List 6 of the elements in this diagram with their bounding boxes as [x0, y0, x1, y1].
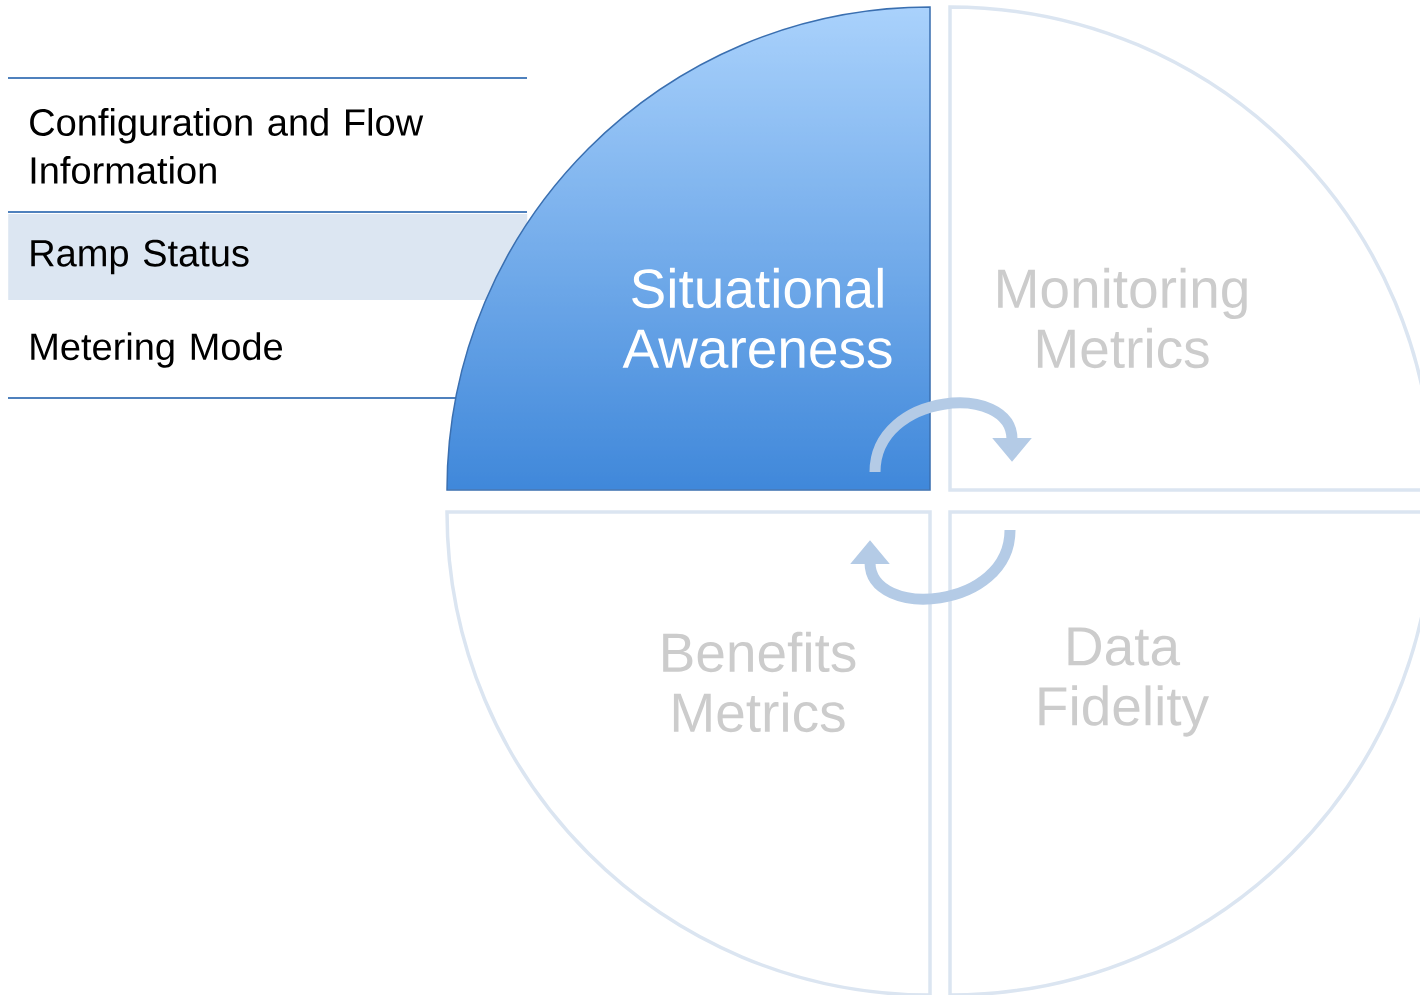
list-item: Configuration and Flow Information	[30, 108, 424, 184]
curved-arrow	[869, 397, 1032, 473]
list-item: Metering Mode	[31, 332, 283, 368]
quadrant-segment: Situational Awareness	[446, 6, 931, 491]
curved-arrow	[850, 529, 1016, 605]
list-item: Ramp Status	[8, 214, 528, 300]
